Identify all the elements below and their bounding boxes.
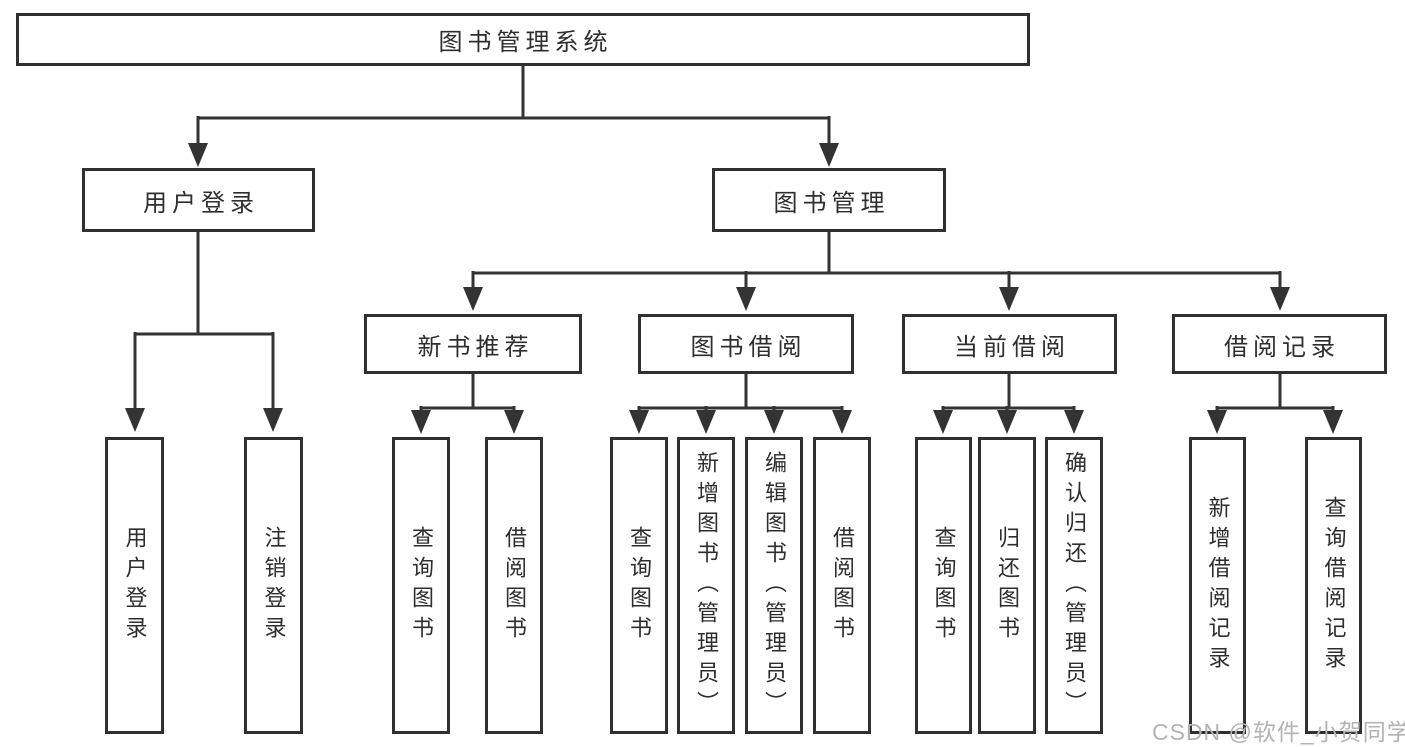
node-user-login-label: 用户登录	[143, 189, 259, 217]
leaf-user-login-label: 用户登录	[122, 525, 148, 646]
node-new-book-recommendation: 新书推荐	[364, 314, 582, 374]
leaf-edit-book-admin-label: 编辑图书（管理员）	[762, 450, 787, 721]
leaf-logout: 注销登录	[244, 437, 303, 734]
leaf-borrow-books-recommend: 借阅图书	[485, 437, 543, 734]
node-borrowing-records-label: 借阅记录	[1224, 333, 1340, 361]
leaf-confirm-return-admin-label: 确认归还（管理员）	[1062, 450, 1087, 721]
leaf-borrow-books-borrowing-label: 借阅图书	[830, 525, 855, 646]
leaf-query-borrow-record-label: 查询借阅记录	[1321, 495, 1347, 676]
node-root: 图书管理系统	[16, 13, 1030, 66]
node-current-borrowing-label: 当前借阅	[954, 333, 1070, 361]
leaf-logout-label: 注销登录	[261, 525, 287, 646]
watermark: CSDN @软件_小贺同学	[1152, 719, 1405, 745]
leaf-edit-book-admin: 编辑图书（管理员）	[745, 437, 803, 734]
node-root-label: 图书管理系统	[438, 29, 613, 56]
node-current-borrowing: 当前借阅	[902, 314, 1117, 374]
leaf-query-books-borrowing-label: 查询图书	[627, 525, 652, 646]
leaf-confirm-return-admin: 确认归还（管理员）	[1045, 437, 1103, 734]
leaf-query-books-current: 查询图书	[915, 437, 972, 734]
leaf-user-login: 用户登录	[105, 437, 164, 734]
leaf-query-books-current-label: 查询图书	[931, 525, 957, 646]
leaf-add-borrow-record: 新增借阅记录	[1189, 437, 1246, 734]
node-book-management: 图书管理	[712, 168, 946, 232]
leaf-add-book-admin: 新增图书（管理员）	[677, 437, 735, 734]
leaf-query-borrow-record: 查询借阅记录	[1305, 437, 1362, 734]
connector-arrows	[125, 116, 1343, 434]
leaf-query-books-borrowing: 查询图书	[610, 437, 668, 734]
leaf-borrow-books-borrowing: 借阅图书	[813, 437, 871, 734]
connector-trunks	[133, 64, 1335, 410]
node-new-book-recommendation-label: 新书推荐	[417, 333, 534, 361]
leaf-add-borrow-record-label: 新增借阅记录	[1205, 495, 1231, 676]
leaf-return-books: 归还图书	[978, 437, 1036, 734]
leaf-add-book-admin-label: 新增图书（管理员）	[694, 450, 719, 721]
node-book-borrowing: 图书借阅	[638, 314, 854, 374]
leaf-return-books-label: 归还图书	[995, 525, 1020, 646]
node-user-login: 用户登录	[82, 168, 315, 232]
node-book-borrowing-label: 图书借阅	[690, 333, 807, 361]
node-borrowing-records: 借阅记录	[1172, 314, 1387, 374]
leaf-borrow-books-recommend-label: 借阅图书	[502, 525, 527, 646]
leaf-query-books-recommend: 查询图书	[392, 437, 450, 734]
leaf-query-books-recommend-label: 查询图书	[409, 525, 434, 646]
node-book-management-label: 图书管理	[773, 189, 890, 217]
